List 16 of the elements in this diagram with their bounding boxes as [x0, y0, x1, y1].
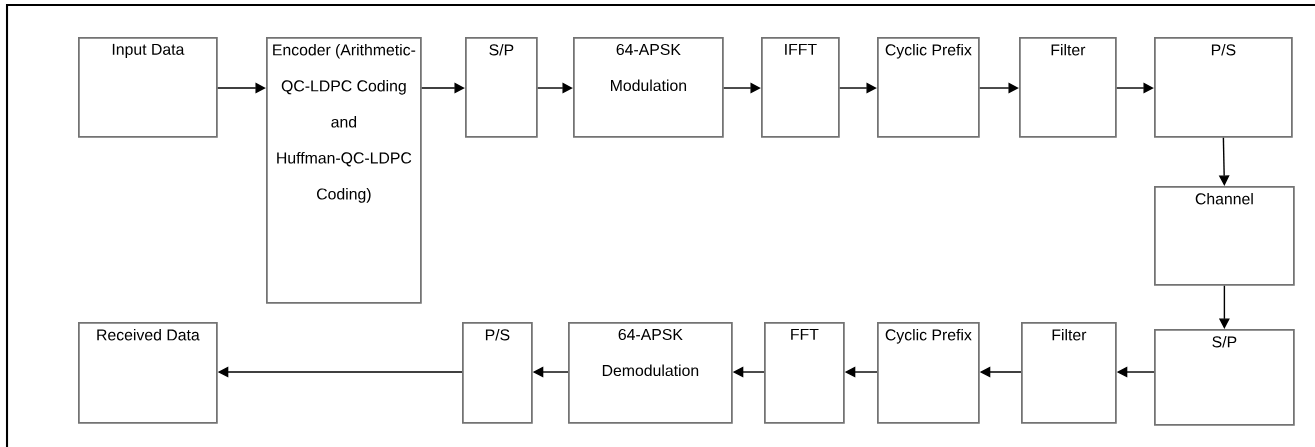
- process-box: Received Data: [78, 322, 218, 424]
- process-box: Cyclic Prefix: [877, 37, 980, 138]
- process-box: P/S: [462, 322, 533, 424]
- process-box: IFFT: [761, 37, 840, 138]
- process-box: Filter: [1021, 322, 1117, 424]
- process-box: P/S: [1154, 37, 1293, 138]
- process-box: FFT: [764, 322, 845, 424]
- process-box: Channel: [1154, 186, 1295, 286]
- process-box: S/P: [1154, 329, 1295, 426]
- process-box: Cyclic Prefix: [877, 322, 980, 424]
- process-box: S/P: [465, 37, 538, 138]
- process-box: Encoder (Arithmetic-QC-LDPC Coding and Huffman-QC-LDPC Coding): [266, 37, 422, 304]
- process-box: 64-APSK Modulation: [573, 37, 724, 138]
- process-box: Filter: [1019, 37, 1117, 138]
- process-box: 64-APSK Demodulation: [568, 322, 733, 424]
- process-box: Input Data: [78, 37, 218, 138]
